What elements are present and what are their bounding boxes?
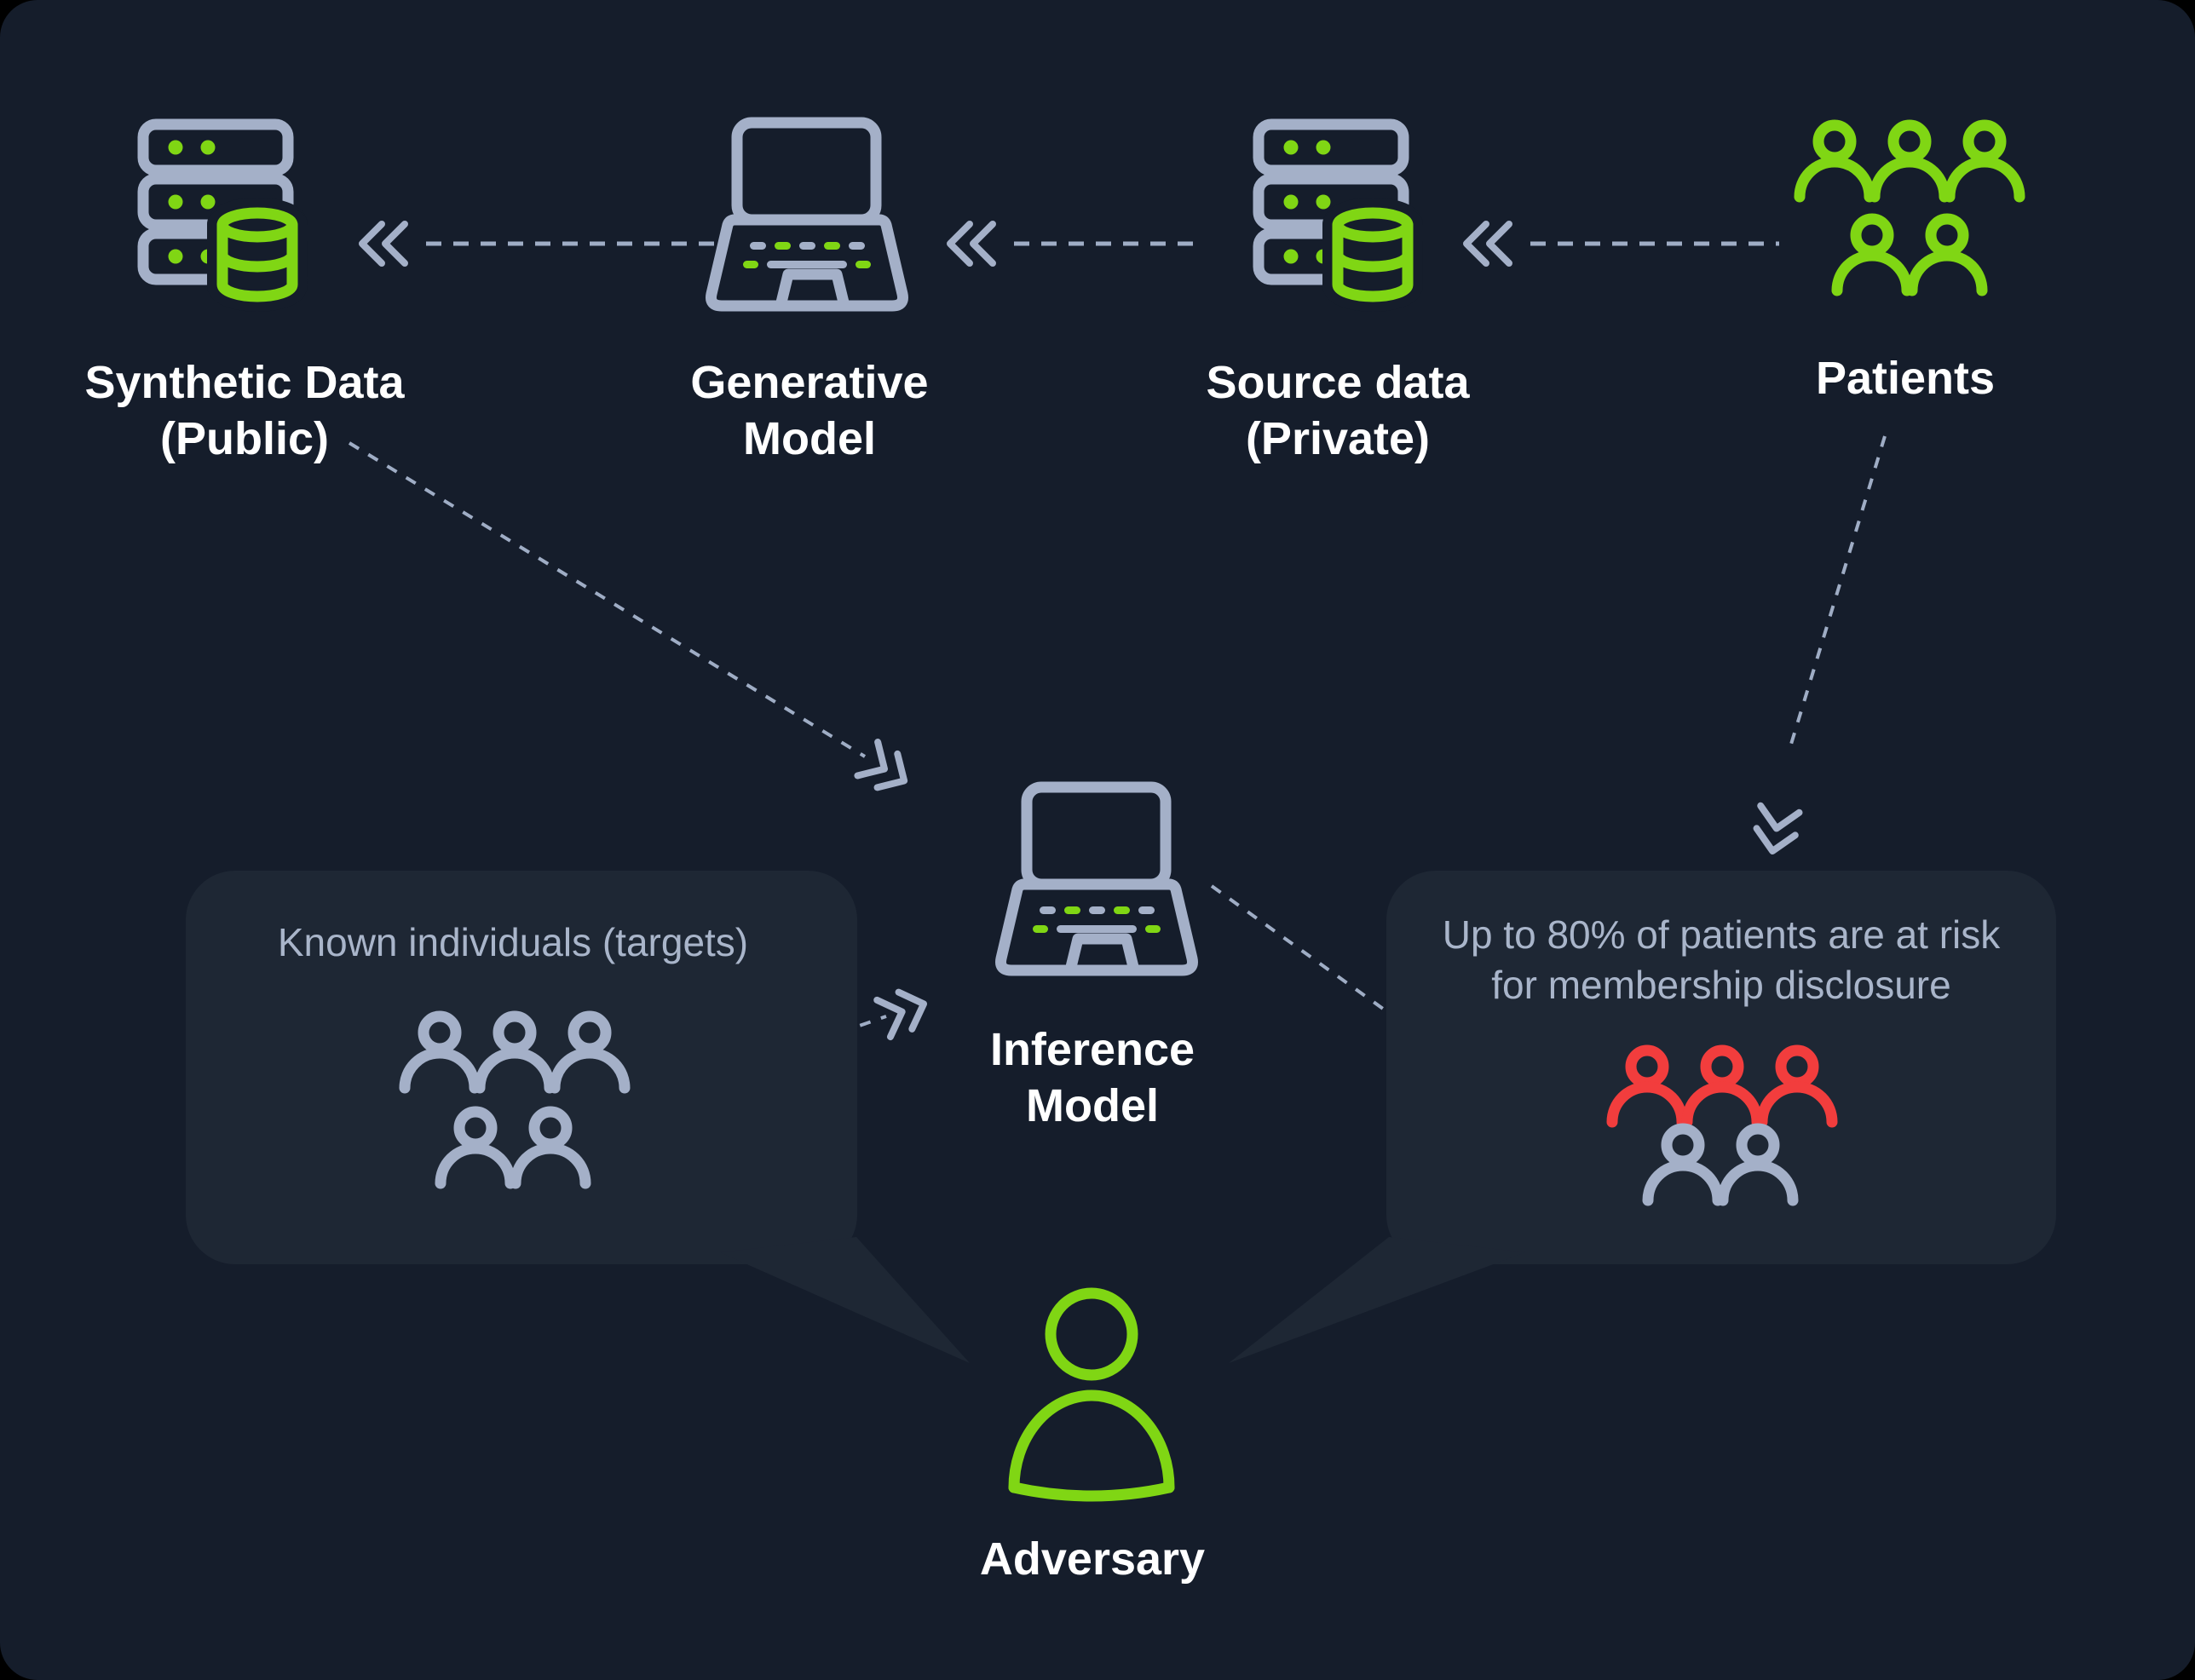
synthetic-data-label-line1: Synthetic Data (84, 357, 405, 408)
node-inference-model: Inference Model (990, 787, 1195, 1131)
source-data-label-line1: Source data (1206, 357, 1470, 408)
inference-model-label-line1: Inference (990, 1024, 1195, 1075)
arrow-source-to-generative-region (362, 224, 719, 263)
node-source-data: Source data (Private) (1206, 124, 1471, 464)
callout-risk: Up to 80% of patients are at risk for me… (1229, 871, 2056, 1363)
known-targets-text: Known individuals (targets) (278, 920, 748, 964)
arrow-patients-to-source (1466, 224, 1779, 263)
node-synthetic-data: Synthetic Data (Public) (84, 124, 406, 464)
risk-text-line2: for membership disclosure (1491, 963, 1950, 1007)
inference-model-label-line2: Model (1026, 1080, 1159, 1131)
patients-label: Patients (1816, 353, 1995, 404)
arrow-generative-from-source (950, 224, 1205, 263)
generative-model-label-line2: Model (743, 413, 876, 464)
arrow-inference-to-risk (1210, 884, 1463, 1074)
synthetic-data-label-line2: (Public) (160, 413, 329, 464)
generative-model-label-line1: Generative (690, 357, 928, 408)
risk-text-line1: Up to 80% of patients are at risk (1443, 912, 2002, 957)
bubble-tail (720, 1237, 970, 1363)
source-data-label-line2: (Private) (1246, 413, 1430, 464)
callout-known-targets: Known individuals (targets) (186, 871, 970, 1363)
node-adversary: Adversary (980, 1287, 1205, 1585)
node-patients: Patients (1800, 125, 2019, 404)
node-generative-model: Generative Model (690, 123, 929, 464)
bubble-tail (1229, 1237, 1525, 1363)
arrow-patients-to-risk (1754, 435, 1887, 854)
person-icon (1008, 1287, 1175, 1502)
adversary-label: Adversary (980, 1533, 1205, 1585)
